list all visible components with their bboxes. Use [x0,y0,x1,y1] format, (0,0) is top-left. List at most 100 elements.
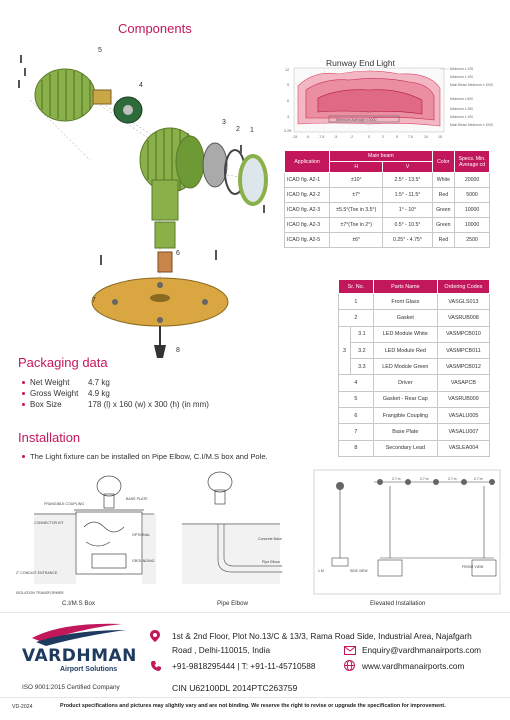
cell-h: ±5.5°(Toe in 3.5°) [329,202,384,218]
y-tick: 6 [287,99,289,103]
driver-part [92,89,143,124]
cell-no: 3 [338,325,351,376]
y-tick: 9 [287,83,289,87]
cell-sub: 3.1 [350,325,374,343]
cell-cd: 10000 [454,202,490,218]
cell-name: Gasket [372,309,438,327]
caption-elevated: Elevated Installation [370,600,426,607]
callout-2: 2 [236,126,240,133]
cell-h: ±6° [329,232,384,248]
th-parts-name: Parts Name [372,279,438,294]
chart-title: Runway End Light [326,58,395,68]
th-sr-no: Sr. No. [338,279,374,294]
caption-pipe-elbow: Pipe Elbow [217,600,248,607]
cell-code: VASMPCB011 [436,341,491,360]
x-tick: -5 [334,135,337,139]
specs-table: Application Main beam Color Specs. Min. … [283,150,490,248]
th-color: Color [431,150,456,173]
rear-cap-part [34,68,96,122]
y-tick: 12 [285,68,289,72]
elevated-installation-diagram: 2.7 m 2.7 m 2.7 m 2.7 m SIDE VIEW FRONT … [313,469,501,595]
dimension-label: 2.7 m [448,477,457,481]
version-code: VD-2024 [12,704,33,710]
address-line-2: Road , Delhi-110015, India [172,645,271,655]
x-tick: -2 [350,135,353,139]
x-tick: 2 [382,135,384,139]
cell-no: 5 [338,390,374,409]
brand-tagline: Airport Solutions [60,666,118,673]
cell-v: 2.5° - 13.5° [382,172,433,188]
cell-cd: 2500 [454,232,490,248]
cell-app: ICAO fig. A2-2 [283,187,331,203]
cell-h: ±7° [329,187,384,203]
legend-label: Main Beam Minimum x 1000 [450,83,493,87]
installation-title: Installation [18,430,81,445]
email-link[interactable]: Enquiry@vardhmanairports.com [362,645,482,655]
cell-name: Base Plate [372,423,438,441]
diagram-label: Concrete Base [258,537,282,541]
cims-box-diagram: FRANGIBLE COUPLING BASE PLATE CONNECTOR … [16,475,156,595]
secondary-lead-part [154,326,166,358]
cell-color: White [431,172,456,188]
table-row: ICAO fig. A2-3 ±5.5°(Toe in 3.5°) 1° - 1… [283,202,490,218]
dimension-label: 2.7 m [392,477,401,481]
diagram-label: 2" CONDUIT ENTRANCE [16,571,58,575]
cell-app: ICAO fig. A2-5 [283,232,331,248]
cell-name: Gasket - Rear Cap [372,390,438,409]
th-min-avg: Specs. Min. Average cd [454,150,490,173]
callout-1: 1 [250,127,254,134]
cell-code: VASAPCB [436,374,491,392]
diagram-label: Pipe Elbow [262,560,280,564]
website-link[interactable]: www.vardhmanairports.com [362,661,465,671]
globe-icon [344,660,355,671]
legend-label: Main Beam Minimum x 1000 [450,123,493,127]
min-average-label: Minimum Average x 1000 [336,118,376,122]
callout-7: 7 [92,297,96,304]
callout-5: 5 [98,47,102,54]
x-tick: -9 [306,135,309,139]
cell-name: LED Module White [372,325,438,343]
cell-h: ±10° [329,172,384,188]
cell-no: 7 [338,423,374,441]
th-application: Application [283,150,331,173]
exploded-view-illustration: 5 4 3 2 1 6 7 8 [18,47,268,358]
legend-label: Minimum x 500 [450,97,473,101]
cell-v: 0.25° - 4.75° [382,232,433,248]
phone-numbers[interactable]: +91-9818295444 | T: +91-11-45710588 [172,661,316,671]
legend-label: Minimum x 100 [450,75,473,79]
x-tick: 7.5 [408,135,413,139]
cell-h: ±7°(Toe in 2°) [329,217,384,233]
installation-note: The Light fixture can be installed on Pi… [20,451,500,462]
x-tick: 10 [424,135,428,139]
cell-app: ICAO fig. A2-3 [283,217,331,233]
diagram-label: FRANGIBLE COUPLING [44,502,84,506]
legend-label: Minimum x 250 [450,107,473,111]
min-average-box [328,115,400,123]
cell-name: Front Glass [372,292,438,311]
brand-name: VARDHMAN [22,646,137,666]
diagram-label: OPTIONAL [132,533,150,537]
cell-no: 6 [338,407,374,425]
stem-part [151,179,179,273]
cell-no: 4 [338,374,374,392]
th-main-beam: Main beam [329,150,433,162]
th-h: H [329,161,384,173]
cell-code: VASLEA004 [436,439,491,457]
location-pin-icon [150,630,160,642]
inner-contour [317,89,423,115]
dimension-label: 1 M [318,569,324,573]
cell-code: VASMPCB012 [436,358,491,376]
x-tick: 0 [368,135,370,139]
cell-no: 2 [338,309,374,327]
x-tick: -7.5 [318,135,324,139]
